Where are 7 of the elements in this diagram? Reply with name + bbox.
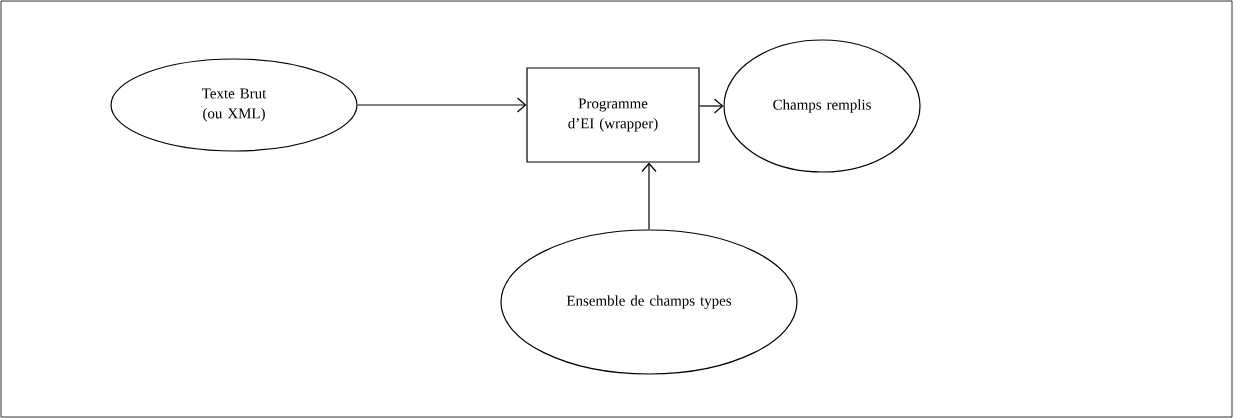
arrow <box>699 98 724 114</box>
ellipse-node: Texte Brut (ou XML) <box>110 58 358 152</box>
ellipse-node: Champs remplis <box>723 39 921 173</box>
arrow <box>357 97 527 113</box>
arrow <box>641 162 657 230</box>
process-box: Programme d’EI (wrapper) <box>526 67 700 163</box>
ellipse-node: Ensemble de champs types <box>500 229 798 375</box>
